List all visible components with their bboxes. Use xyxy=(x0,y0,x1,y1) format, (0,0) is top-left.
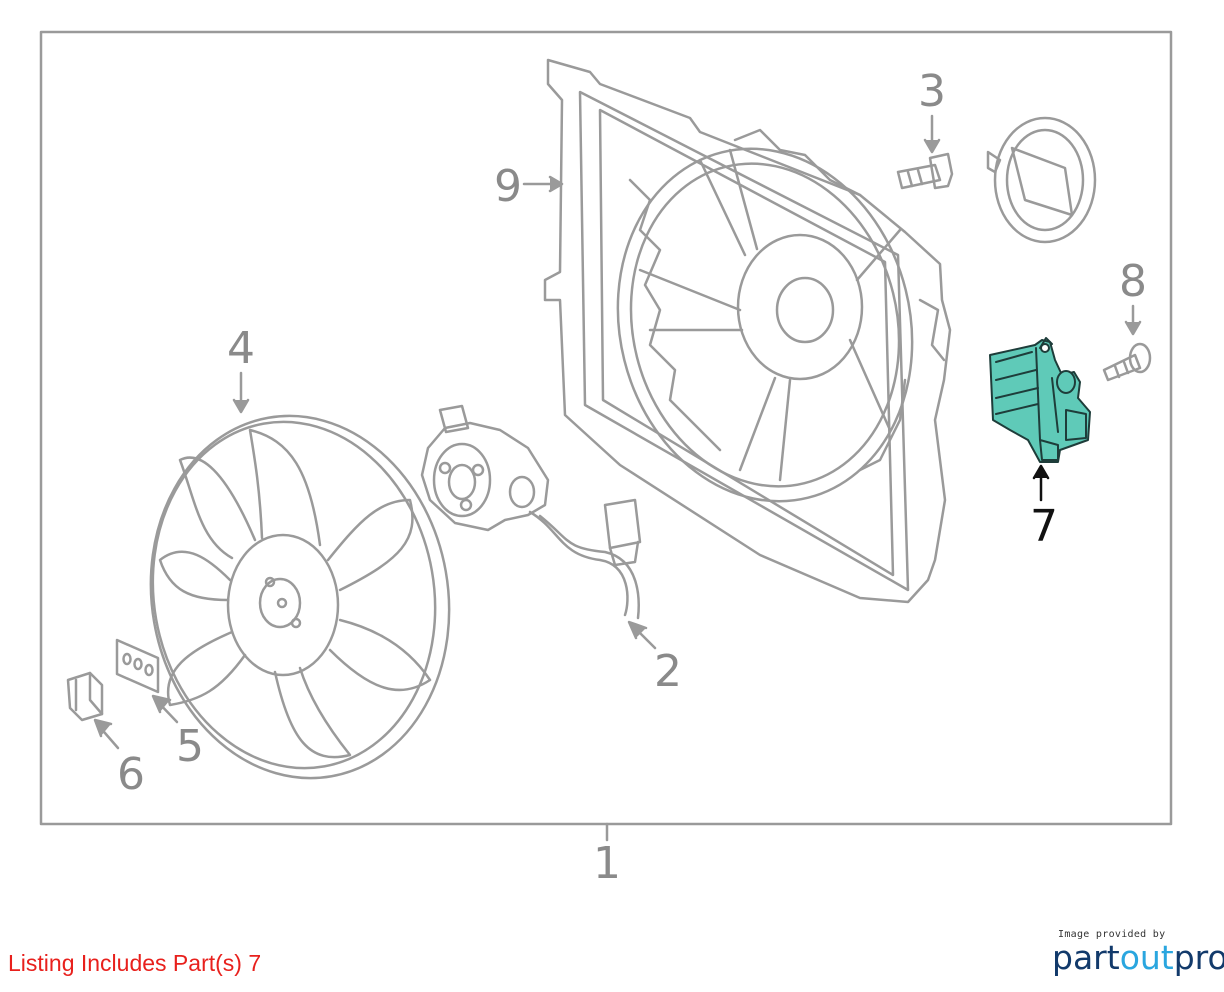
callout-3[interactable]: 3 xyxy=(918,66,946,117)
callout-1[interactable]: 1 xyxy=(593,838,621,889)
part-5-plate xyxy=(115,638,160,694)
part-9-fan-shroud xyxy=(543,58,952,604)
part-2-fan-motor xyxy=(420,404,642,620)
callout-9[interactable]: 9 xyxy=(494,161,522,212)
callout-7[interactable]: 7 xyxy=(1030,501,1058,552)
part-4-fan-blade xyxy=(149,414,451,780)
part-6-clip xyxy=(66,671,104,722)
leader-arrows xyxy=(93,114,1142,750)
partoutpro-logo: partoutpro xyxy=(1052,938,1224,977)
listing-includes-note: Listing Includes Part(s) 7 xyxy=(8,950,262,976)
callout-6[interactable]: 6 xyxy=(117,749,145,800)
callout-5[interactable]: 5 xyxy=(176,721,204,772)
callout-2[interactable]: 2 xyxy=(654,646,682,697)
image-credit: Image provided by partoutpro xyxy=(1052,929,1224,977)
part-8-screw xyxy=(1102,342,1152,382)
image-credit-text: Image provided by xyxy=(1058,929,1166,940)
callout-8[interactable]: 8 xyxy=(1119,256,1147,307)
part-3-bolt xyxy=(896,152,954,190)
motor-cover xyxy=(986,116,1097,244)
callout-4[interactable]: 4 xyxy=(227,323,255,374)
part-7-resistor-module-highlighted xyxy=(989,337,1091,463)
